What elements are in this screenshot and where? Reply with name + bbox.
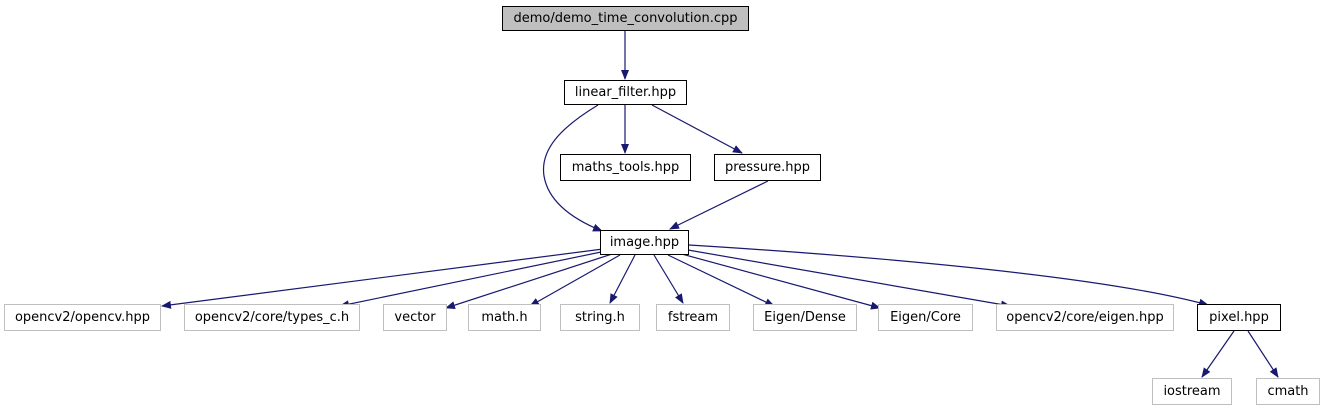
node-pixel-hpp[interactable]: pixel.hpp <box>1197 304 1281 331</box>
node-pressure-hpp[interactable]: pressure.hpp <box>714 154 821 181</box>
node-image-hpp[interactable]: image.hpp <box>600 230 689 255</box>
node-math-h: math.h <box>468 304 541 331</box>
edge-image-to-math-h <box>529 254 621 307</box>
edge-pixel-to-iostream <box>1201 330 1235 378</box>
edge-image-to-opencv <box>161 248 604 309</box>
node-maths-tools-hpp[interactable]: maths_tools.hpp <box>560 154 691 181</box>
edge-image-to-eigen-dense <box>667 254 775 307</box>
node-eigen-dense: Eigen/Dense <box>753 304 857 331</box>
edge-pixel-to-cmath <box>1247 330 1279 378</box>
node-eigen-core: Eigen/Core <box>878 304 973 331</box>
node-fstream: fstream <box>656 304 730 331</box>
node-opencv2-core-types-c-h: opencv2/core/types_c.h <box>184 304 360 331</box>
edge-image-to-fstream <box>653 254 684 304</box>
node-linear-filter-hpp[interactable]: linear_filter.hpp <box>564 80 687 105</box>
node-opencv2-opencv-hpp: opencv2/opencv.hpp <box>4 304 161 331</box>
node-cmath: cmath <box>1256 378 1320 405</box>
edge-linear-filter-to-image <box>542 104 603 232</box>
node-opencv2-core-eigen-hpp: opencv2/core/eigen.hpp <box>996 304 1174 331</box>
edge-pressure-to-image <box>669 180 769 230</box>
edge-image-to-core-eigen <box>687 249 1011 309</box>
edge-image-to-vector <box>445 253 613 310</box>
edge-image-to-string-h <box>609 254 636 304</box>
edge-linear-filter-to-pressure <box>651 104 743 154</box>
edge-image-to-types-c <box>339 250 607 309</box>
node-demo-time-convolution-cpp: demo/demo_time_convolution.cpp <box>502 6 749 31</box>
node-vector: vector <box>383 304 447 331</box>
edge-image-to-eigen-core <box>677 252 881 310</box>
edge-image-to-pixel <box>688 244 1209 307</box>
node-string-h: string.h <box>560 304 640 331</box>
node-iostream: iostream <box>1152 378 1232 405</box>
